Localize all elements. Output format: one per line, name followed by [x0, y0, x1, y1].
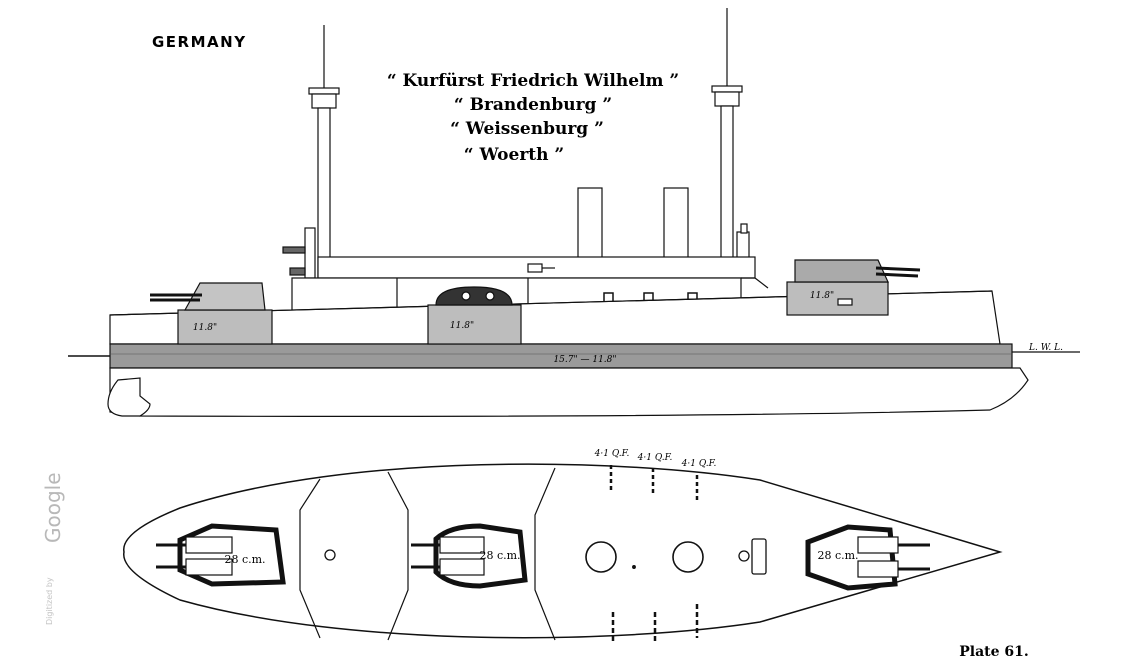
aft-funnel-plan	[672, 541, 704, 573]
fore-funnel-plan	[585, 541, 617, 573]
waterline-label: L. W. L.	[1028, 343, 1063, 353]
deck-plan	[123, 463, 1003, 644]
watermark-brand: Google	[41, 472, 65, 543]
aft-turret	[794, 259, 889, 283]
midship-barbette	[427, 304, 522, 345]
aft-turret-plan	[805, 524, 930, 591]
deck-outline	[123, 463, 1003, 639]
plate-number: Plate 61.	[959, 644, 1029, 660]
midship-turret-plan	[411, 523, 528, 589]
fore-barbette	[177, 309, 273, 345]
ram-bow	[107, 377, 151, 417]
fore-turret-caliber: 28 c.m.	[224, 553, 265, 566]
ship-name-2: “ Brandenburg ”	[454, 95, 612, 115]
country-label: GERMANY	[152, 33, 247, 51]
ship-name-4: “ Woerth ”	[464, 145, 564, 165]
qf-gun-label-2: 4·1 Q.F.	[637, 453, 673, 463]
aft-turret-armor-label: 11.8"	[810, 291, 834, 301]
side-profile	[68, 8, 1080, 417]
midship-turret-caliber: 28 c.m.	[479, 549, 520, 562]
lower-hull	[109, 367, 1029, 417]
ship-name-3: “ Weissenburg ”	[450, 119, 604, 139]
midship-turret-armor-label: 11.8"	[450, 321, 474, 331]
qf-gun-label-3: 4·1 Q.F.	[681, 459, 717, 469]
fore-turret-plan	[156, 523, 286, 587]
qf-gun-label-1: 4·1 Q.F.	[594, 449, 630, 459]
midship-turret	[435, 286, 513, 306]
main-mast	[711, 8, 743, 277]
watermark-prefix: Digitized by	[45, 577, 54, 625]
fore-turret	[183, 282, 266, 311]
qf-guns-port	[611, 604, 699, 644]
ship-name-1: “ Kurfürst Friedrich Wilhelm ”	[387, 71, 679, 91]
belt-armor-label: 15.7" — 11.8"	[553, 355, 616, 365]
fore-turret-armor-label: 11.8"	[193, 323, 217, 333]
digitized-watermark: Digitized by Google	[41, 472, 65, 625]
qf-guns-starboard	[609, 465, 699, 500]
aft-turret-caliber: 28 c.m.	[817, 549, 858, 562]
